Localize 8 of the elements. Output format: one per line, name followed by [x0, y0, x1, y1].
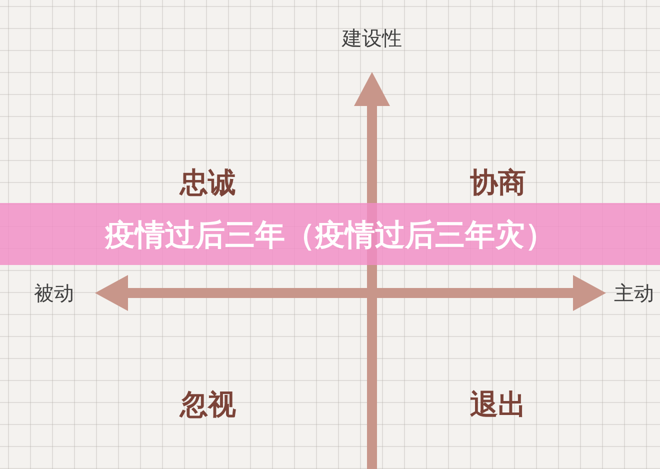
title-text: 疫情过后三年（疫情过后三年灾） [105, 221, 555, 251]
axis-label: 被动 [34, 283, 74, 303]
quadrant-label: 忠诚 [180, 169, 236, 197]
quadrant-label: 协商 [470, 169, 526, 197]
axis-label: 建设性 [342, 28, 402, 48]
quadrant-label: 忽视 [180, 391, 236, 419]
quadrant-label: 退出 [470, 391, 526, 419]
axis-label: 主动 [614, 283, 654, 303]
